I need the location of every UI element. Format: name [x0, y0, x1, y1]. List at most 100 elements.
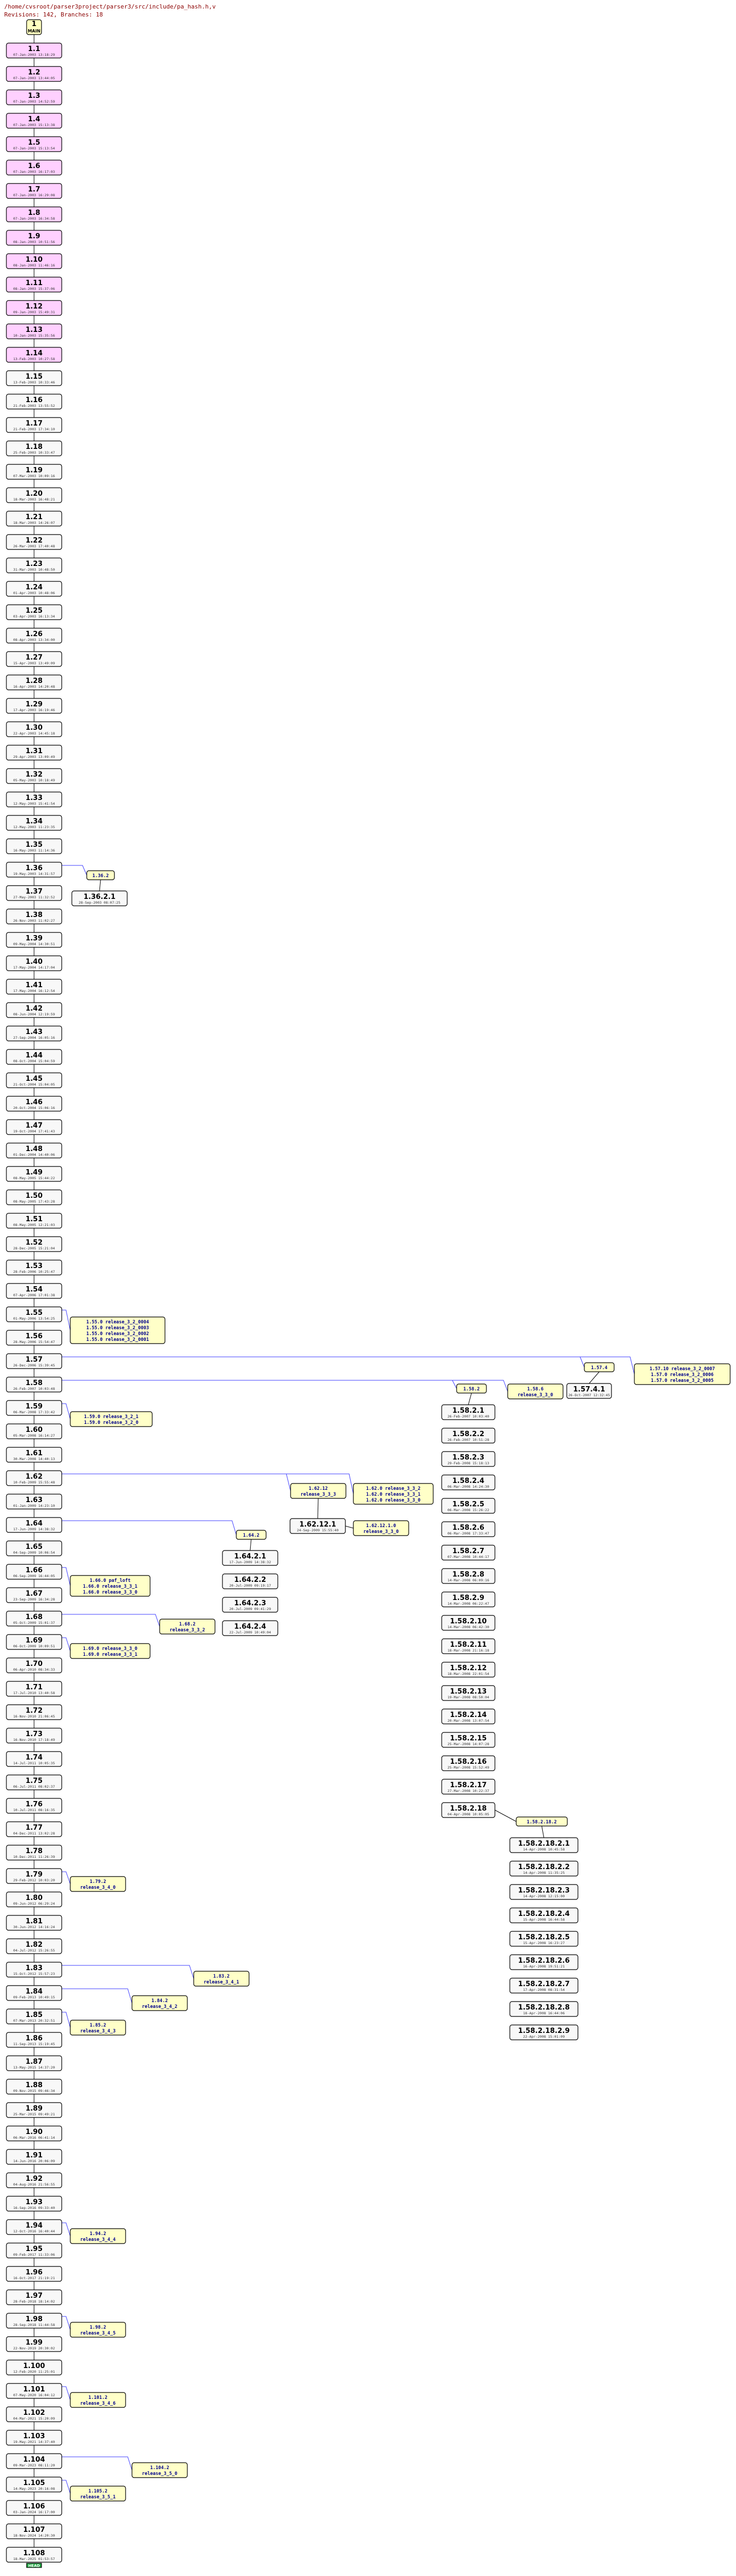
- branch-revision[interactable]: 1.58.2.506-Mar-2008 15:26:22: [441, 1498, 495, 1514]
- trunk-revision[interactable]: 1.207-Jan-2003 13:44:05: [6, 66, 62, 82]
- branch-revision[interactable]: 1.58.2.406-Mar-2008 14:24:30: [441, 1474, 495, 1490]
- branch-revision[interactable]: 1.64.2.422-Jul-2009 10:49:04: [222, 1620, 278, 1636]
- trunk-revision[interactable]: 1.607-Jan-2003 16:17:03: [6, 160, 62, 176]
- branch-revision[interactable]: 1.64.2.320-Jul-2009 09:41:29: [222, 1597, 278, 1613]
- trunk-revision[interactable]: 1.2018-Mar-2003 16:48:21: [6, 487, 62, 503]
- trunk-revision[interactable]: 1.507-Jan-2003 15:13:54: [6, 136, 62, 152]
- branch-tag[interactable]: 1.58.2: [456, 1383, 487, 1394]
- branch-revision[interactable]: 1.58.2.707-Mar-2008 10:44:17: [441, 1545, 495, 1561]
- branch-tag[interactable]: 1.58.2.18.2: [516, 1816, 568, 1827]
- branch-revision[interactable]: 1.58.2.18.2.415-Apr-2008 16:44:58: [509, 1907, 578, 1923]
- branch-revision[interactable]: 1.58.2.18.2.717-Apr-2008 08:31:54: [509, 1978, 578, 1994]
- branch-revision[interactable]: 1.58.2.226-Feb-2007 10:51:28: [441, 1428, 495, 1444]
- branch-revision[interactable]: 1.58.2.126-Feb-2007 10:03:40: [441, 1404, 495, 1420]
- trunk-revision[interactable]: 1.908-Jan-2003 10:51:56: [6, 230, 62, 246]
- branch-revision[interactable]: 1.58.2.18.2.314-Apr-2008 12:15:00: [509, 1884, 578, 1900]
- trunk-revision[interactable]: 1.107-Jan-2003 13:18:29: [6, 43, 62, 59]
- branch-revision[interactable]: 1.58.2.606-Mar-2008 17:33:47: [441, 1521, 495, 1537]
- branch-revision[interactable]: 1.57.4.126-Oct-2007 12:32:45: [566, 1383, 612, 1399]
- trunk-revision[interactable]: 1.807-Jan-2003 16:34:58: [6, 206, 62, 222]
- branch-revision[interactable]: 1.36.2.128-Sep-2003 08:07:25: [71, 890, 128, 906]
- branch-revision[interactable]: 1.58.2.18.2.114-Apr-2008 10:45:58: [509, 1837, 578, 1853]
- branch-revision[interactable]: 1.62.12.124-Sep-2009 15:55:40: [290, 1518, 346, 1534]
- branch-revision[interactable]: 1.64.2.117-Jun-2009 14:38:32: [222, 1550, 278, 1566]
- branch-revision[interactable]: 1.58.2.18.2.818-Apr-2008 16:44:06: [509, 2001, 578, 2017]
- branch-tag[interactable]: 1.69.0 release_3_3_01.69.0 release_3_3_1: [70, 1643, 151, 1659]
